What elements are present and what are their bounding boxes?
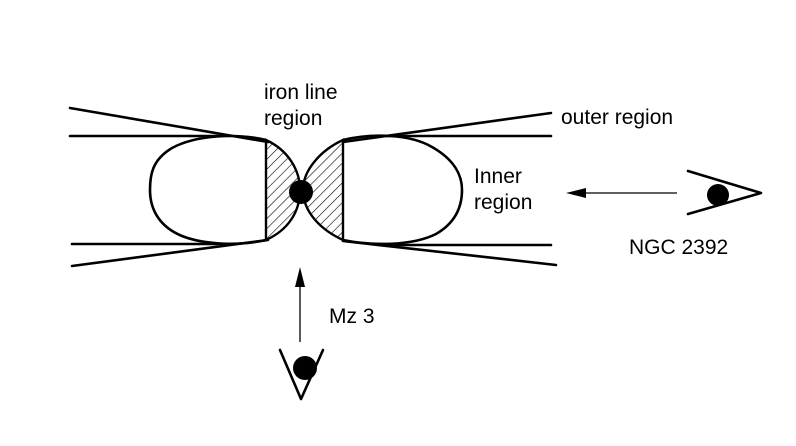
inner-region-label-line2: region — [474, 191, 532, 214]
iron-line-label-line1: iron line — [264, 81, 338, 104]
ngc-arrow-head — [566, 188, 586, 198]
inner-region-lobes — [148, 134, 464, 246]
outer-line-right-top — [341, 111, 553, 144]
ngc-2392-label: NGC 2392 — [629, 236, 728, 259]
left-inner-lobe — [148, 134, 268, 246]
ngc-eye-outline — [686, 169, 763, 216]
iron-line-label-line2: region — [264, 107, 322, 130]
mz3-eye-pupil — [293, 356, 317, 380]
mz3-label: Mz 3 — [329, 305, 375, 328]
inner-region-label-line1: Inner — [474, 165, 522, 188]
mz3-arrow-head — [295, 267, 305, 287]
central-star — [289, 180, 313, 204]
ngc-eye-pupil — [707, 184, 729, 206]
mz3-view-arrow — [295, 267, 305, 342]
ngc-eye-icon — [686, 169, 763, 216]
right-inner-lobe — [341, 134, 464, 246]
outer-region-label: outer region — [561, 106, 673, 129]
mz3-eye-icon — [278, 348, 325, 401]
ngc-view-arrow — [566, 188, 677, 198]
